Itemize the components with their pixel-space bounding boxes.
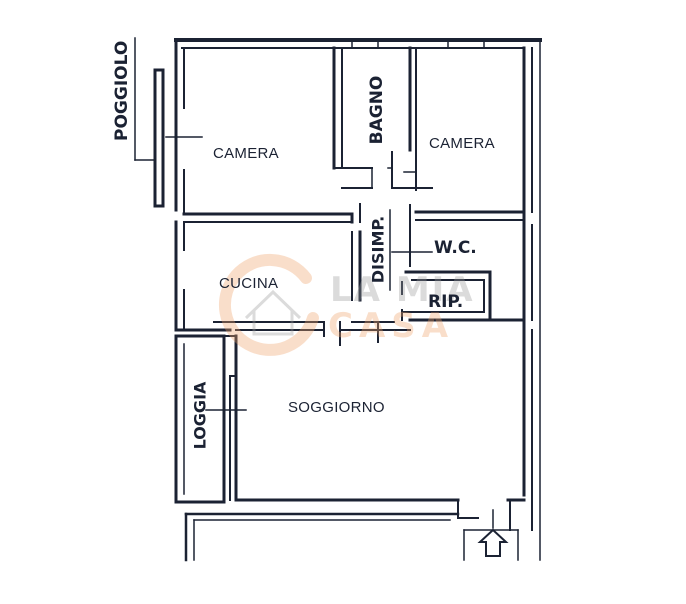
- room-label-disimp: DISIMP.: [368, 215, 388, 284]
- room-label-camera-right: CAMERA: [429, 135, 495, 152]
- room-label-soggiorno: SOGGIORNO: [288, 399, 385, 416]
- loggia-outline: [174, 334, 226, 504]
- window-bagno: [351, 39, 379, 49]
- room-label-camera-left: CAMERA: [213, 145, 279, 162]
- room-label-loggia: LOGGIA: [190, 381, 210, 450]
- room-label-cucina: CUCINA: [219, 275, 279, 292]
- room-label-wc: W.C.: [434, 238, 477, 258]
- poggiolo-rail: [153, 68, 165, 208]
- room-label-bagno: BAGNO: [367, 75, 387, 145]
- window-camera-right: [447, 39, 485, 49]
- room-label-poggiolo: POGGIOLO: [112, 40, 132, 141]
- room-label-rip: RIP.: [428, 292, 464, 312]
- entrance-arrow: [477, 528, 509, 557]
